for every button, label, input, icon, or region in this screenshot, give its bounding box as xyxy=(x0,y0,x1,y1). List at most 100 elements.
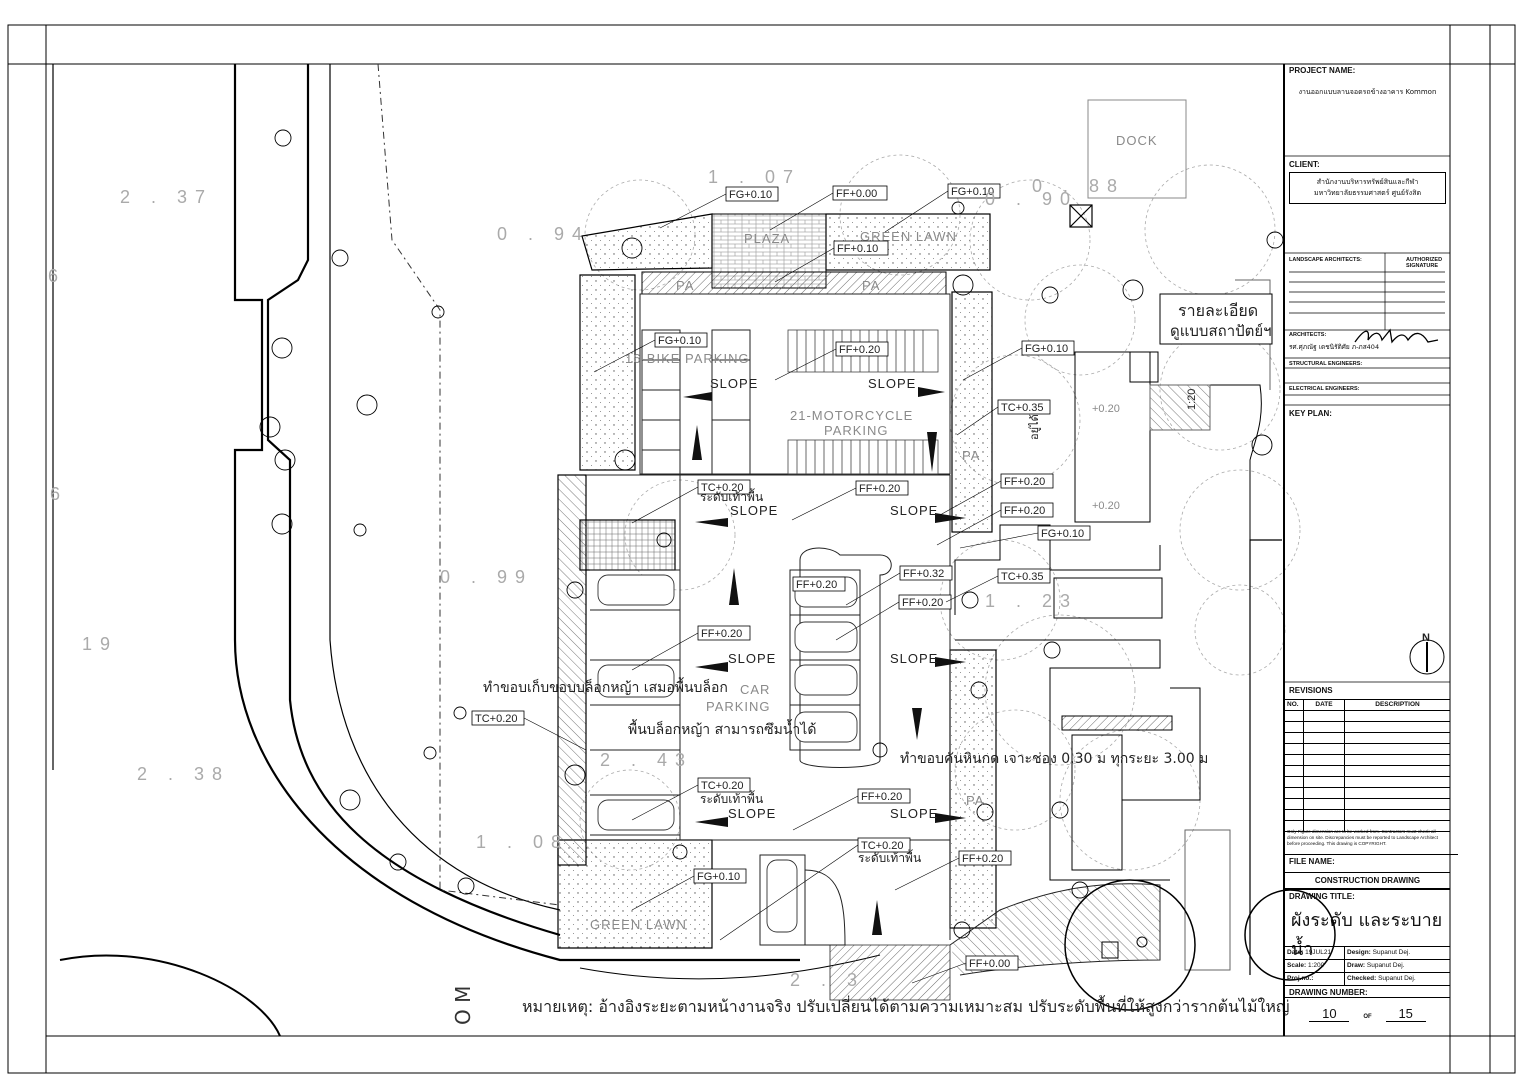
entrance-hatch xyxy=(829,944,951,1001)
zone-motorcycle-2: PARKING xyxy=(824,423,889,438)
slope-label: SLOPE xyxy=(890,503,938,518)
spot-elevation: 6 xyxy=(48,266,66,286)
road-name: O M xyxy=(451,986,475,1025)
file-name-label: FILE NAME: xyxy=(1285,854,1458,866)
revisions-table: REVISIONS NO. DATE DESCRIPTION xyxy=(1285,684,1450,832)
level-tag: TC+0.20 xyxy=(861,840,904,852)
zone-car-2: PARKING xyxy=(706,699,771,714)
spot-elevation: 6 xyxy=(50,484,68,504)
title-block: PROJECT NAME: งานออกแบบลานจอดรถข้างอาคาร… xyxy=(1283,64,1458,1036)
zone-bike-parking: 16-BIKE PARKING xyxy=(625,351,750,366)
column-markers xyxy=(1069,204,1093,228)
detail-callout-line-2: ดูแบบสถาปัตย์ฯ xyxy=(1170,322,1272,340)
client-label: CLIENT: xyxy=(1289,160,1320,169)
property-line xyxy=(377,63,561,906)
north-label: N xyxy=(1422,632,1430,644)
level-tag: FF+0.20 xyxy=(701,628,742,640)
detail-callout-line-1: รายละเอียด xyxy=(1178,301,1258,320)
slope-label: SLOPE xyxy=(730,503,778,518)
vertical-note: อยู่ได้ xyxy=(1028,414,1041,440)
zone-pa-2: PA xyxy=(862,278,880,293)
level-tag: FG+0.10 xyxy=(658,335,701,347)
total-sheets: 15 xyxy=(1385,1006,1426,1022)
disclaimer: Only Figure dimension are to be worked f… xyxy=(1287,829,1438,846)
spot-elevation: 19 xyxy=(82,634,118,654)
footnote: หมายเหตุ: อ้างอิงระยะตามหน้างานจริง ปรับ… xyxy=(522,995,1290,1017)
slope-label: SLOPE xyxy=(728,651,776,666)
spot-elevation: 2 . 38 xyxy=(137,764,230,784)
slope-label: SLOPE xyxy=(728,806,776,821)
zone-pa-1: PA xyxy=(676,278,694,293)
architects-label: ARCHITECTS: xyxy=(1289,332,1327,338)
level-tag: FF+0.20 xyxy=(839,344,880,356)
client-box: สำนักงานบริหารทรัพย์สินและกีฬา มหาวิทยาล… xyxy=(1289,172,1446,204)
rev-desc-header: DESCRIPTION xyxy=(1375,701,1420,708)
level-tag: TC+0.35 xyxy=(1001,402,1044,414)
roundabout xyxy=(1064,879,1196,1011)
drawing-title-section: DRAWING TITLE: ผังระดับ และระบายน้ำ xyxy=(1285,888,1450,967)
car-symbols xyxy=(597,574,858,933)
planters xyxy=(557,213,997,949)
spot-elevation: 2 . 37 xyxy=(120,187,213,207)
zone-pa-4: PA xyxy=(966,793,984,808)
construction-drawing: CONSTRUCTION DRAWING xyxy=(1285,872,1450,888)
floor-level-note: ระดับเท้าพื้น xyxy=(700,488,763,504)
zone-dock: DOCK xyxy=(1116,133,1158,148)
level-tag: FF+0.10 xyxy=(837,243,878,255)
level-tag: FF+0.00 xyxy=(969,958,1010,970)
spot-elevation: 2 . 43 xyxy=(600,750,693,770)
drawing-number-label: DRAWING NUMBER: xyxy=(1285,986,1450,998)
checked-value: Supanut Dej. xyxy=(1378,975,1416,982)
level-tag: FG+0.10 xyxy=(697,871,740,883)
project-name-label: PROJECT NAME: xyxy=(1289,66,1356,75)
signature-icon xyxy=(1354,328,1439,344)
drain-box xyxy=(1101,941,1119,959)
structural-engineers-label: STRUCTURAL ENGINEERS: xyxy=(1289,361,1363,367)
spot-elevation: 0 . 90 xyxy=(985,189,1078,209)
tree-symbols xyxy=(259,129,1284,939)
title-block-grid xyxy=(1283,155,1450,683)
slope-label: SLOPE xyxy=(890,651,938,666)
level-tag: FF+0.20 xyxy=(859,483,900,495)
design-value: Supanut Dej. xyxy=(1372,949,1411,956)
level-tag: TC+0.20 xyxy=(701,780,744,792)
sheet-number: 10 xyxy=(1309,1006,1350,1022)
spot-elevation: 1 . 07 xyxy=(708,167,801,187)
spot-elevation: 2 . 3 xyxy=(790,970,865,990)
draw-value: Supanut Dej. xyxy=(1366,962,1405,969)
floor-level-note: ระดับเท้าพื้น xyxy=(858,849,921,865)
spot-elevation: 0 . 94 xyxy=(497,224,590,244)
detail-callout xyxy=(1159,293,1273,345)
curb-strip xyxy=(949,883,1161,976)
date-value: 19JUL21 xyxy=(1305,949,1332,956)
level-tag: FF+0.20 xyxy=(1004,505,1045,517)
spot-elevation: 0 . 88 xyxy=(1032,176,1125,196)
traffic-arrows xyxy=(683,387,966,935)
grass-edge-note: ทำขอบเก็บขอบบล็อกหญ้า เสมอพื้นบล็อก xyxy=(483,677,728,696)
drawing-info: Date: 19JUL21 Design: Supanut Dej. Scale… xyxy=(1285,946,1450,1022)
drawing-title: ผังระดับ และระบายน้ำ xyxy=(1291,910,1443,960)
spot-elevation: 0 . 99 xyxy=(440,567,533,587)
level-tag: +0.20 xyxy=(1092,403,1120,415)
key-plan-label: KEY PLAN: xyxy=(1289,409,1332,418)
zone-green-lawn-top: GREEN LAWN xyxy=(860,229,957,244)
level-tag: FG+0.10 xyxy=(951,186,994,198)
parking-lines xyxy=(586,293,951,946)
grass-block-note: พื้นบล็อกหญ้า สามารถซึมน้ำได้ xyxy=(628,719,816,738)
rev-no-header: NO. xyxy=(1285,700,1304,710)
level-tag: FG+0.10 xyxy=(1025,343,1068,355)
zone-car-1: CAR xyxy=(740,682,770,697)
level-tag: FF+0.20 xyxy=(962,853,1003,865)
client-line-2: มหาวิทยาลัยธรรมศาสตร์ ศูนย์รังสิต xyxy=(1313,189,1422,197)
slope-label: SLOPE xyxy=(868,376,916,391)
ramp-slope: 1:20 xyxy=(1186,389,1198,410)
electrical-engineers-label: ELECTRICAL ENGINEERS: xyxy=(1289,386,1360,392)
level-tag: FF+0.20 xyxy=(796,579,837,591)
curb-note: ทำขอบคันหินกด เจาะช่อง 0.30 ม ทุกระยะ 3.… xyxy=(900,751,1208,767)
sheet-border xyxy=(7,24,1516,1074)
drawing-title-label: DRAWING TITLE: xyxy=(1289,892,1355,901)
level-tag: FF+0.20 xyxy=(1004,476,1045,488)
landscape-architects-label: LANDSCAPE ARCHITECTS: xyxy=(1289,257,1362,263)
level-tag-boxes xyxy=(471,183,1091,971)
